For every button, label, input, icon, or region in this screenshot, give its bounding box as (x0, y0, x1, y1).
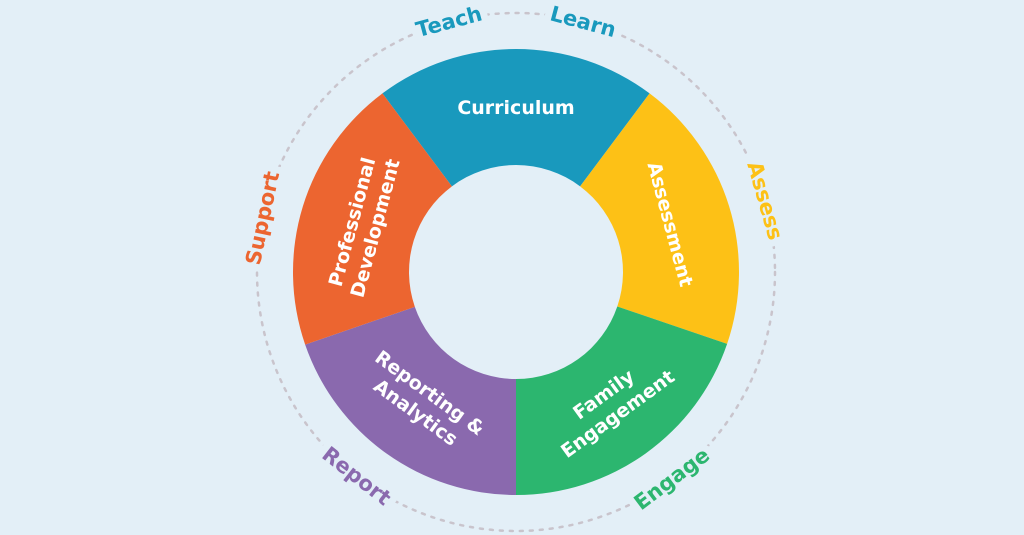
segments: CurriculumAssessmentFamilyEngagementRepo… (293, 48, 739, 495)
segment-curriculum (382, 48, 650, 187)
segment-assessment (580, 93, 739, 344)
segment-professional-development (293, 93, 452, 345)
dashed-outer-ring (255, 11, 777, 533)
segment-label-curriculum: Curriculum (457, 97, 574, 119)
segment-reporting-analytics (305, 306, 516, 495)
segment-label-line: Curriculum (457, 97, 574, 119)
segment-family-engagement (516, 306, 728, 495)
